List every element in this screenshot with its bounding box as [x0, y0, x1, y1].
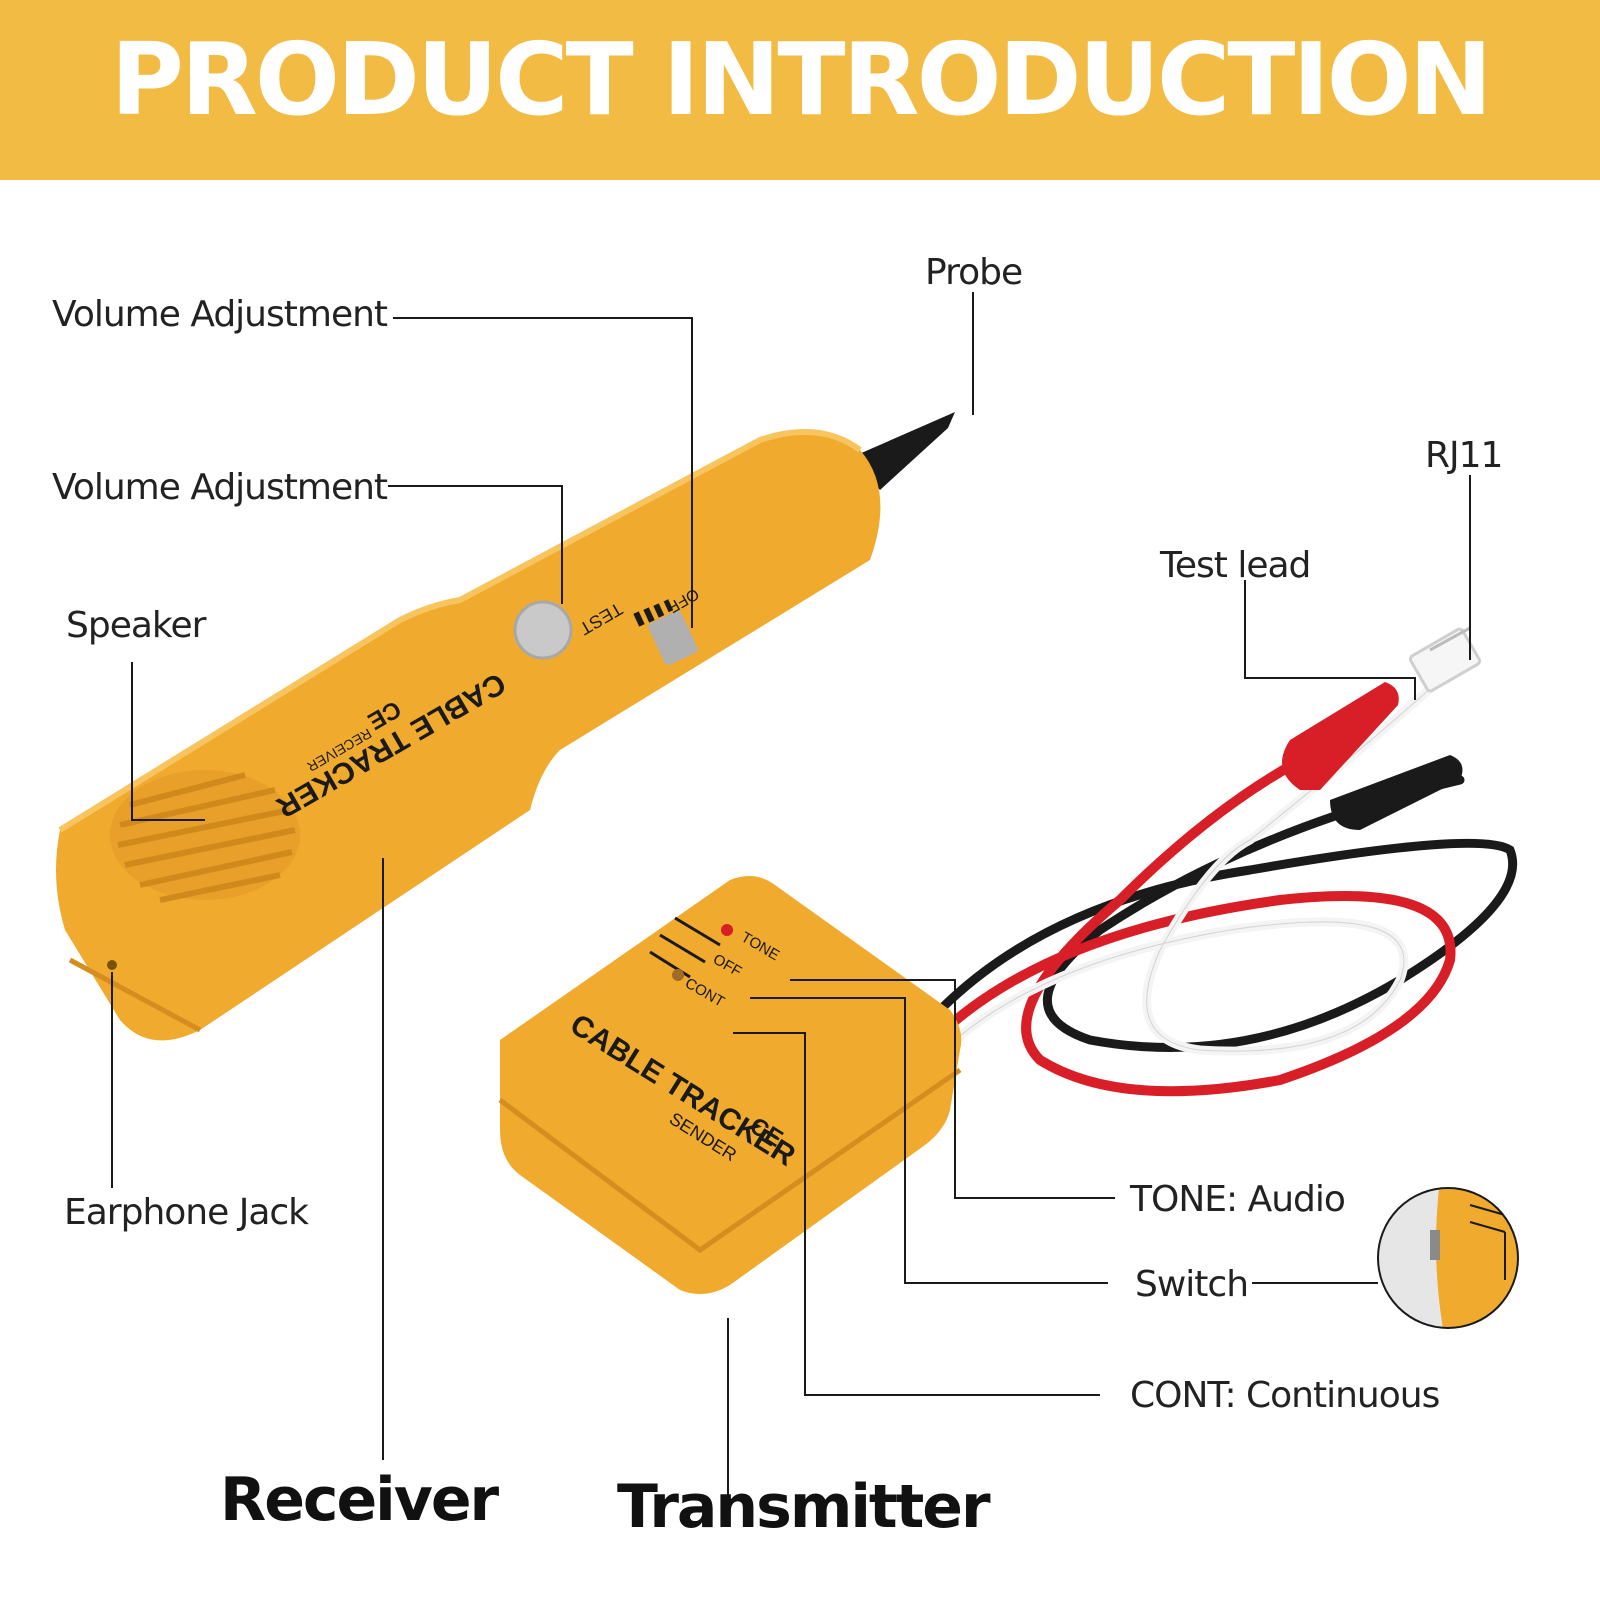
transmitter-label: Transmitter [617, 1472, 991, 1542]
volume-slider [648, 610, 698, 666]
volume-adjustment-label: Volume Adjustment [52, 467, 388, 508]
probe-label: Probe [925, 252, 1023, 293]
callout-leader-lines [111, 292, 1471, 1500]
tone-led [721, 924, 733, 936]
transmitter-device: TONE OFF CONT CABLE TRACKER SENDER CE [498, 876, 962, 1294]
tone-audio-label: TONE: Audio [1130, 1179, 1346, 1220]
test-lead-wires [935, 675, 1518, 1097]
cont-continuous-label: CONT: Continuous [1130, 1375, 1440, 1416]
header-banner: PRODUCT INTRODUCTION [0, 0, 1600, 180]
earphone-jack-label: Earphone Jack [64, 1192, 309, 1233]
volume-bars [633, 599, 674, 627]
rj11-label: RJ11 [1425, 435, 1503, 476]
switch-label: Switch [1135, 1264, 1249, 1305]
test-button [513, 600, 573, 660]
speaker-grille [110, 770, 300, 903]
probe-tip [850, 412, 955, 490]
black-alligator-clip [1330, 755, 1463, 830]
receiver-body [56, 432, 881, 1041]
earphone-jack [107, 960, 117, 970]
test-lead-label: Test lead [1160, 545, 1311, 586]
cont-led [672, 969, 684, 981]
receiver-label: Receiver [220, 1465, 499, 1535]
volume-adjustment-label-top: Volume Adjustment [52, 294, 388, 335]
speaker-label: Speaker [66, 605, 206, 646]
switch-zoom-inset [1377, 1187, 1519, 1329]
receiver-device: OFF TEST CABLE TRACKER RECEIVER CE [56, 412, 955, 1041]
red-alligator-clip [1282, 682, 1399, 790]
page-title: PRODUCT INTRODUCTION [110, 21, 1493, 138]
